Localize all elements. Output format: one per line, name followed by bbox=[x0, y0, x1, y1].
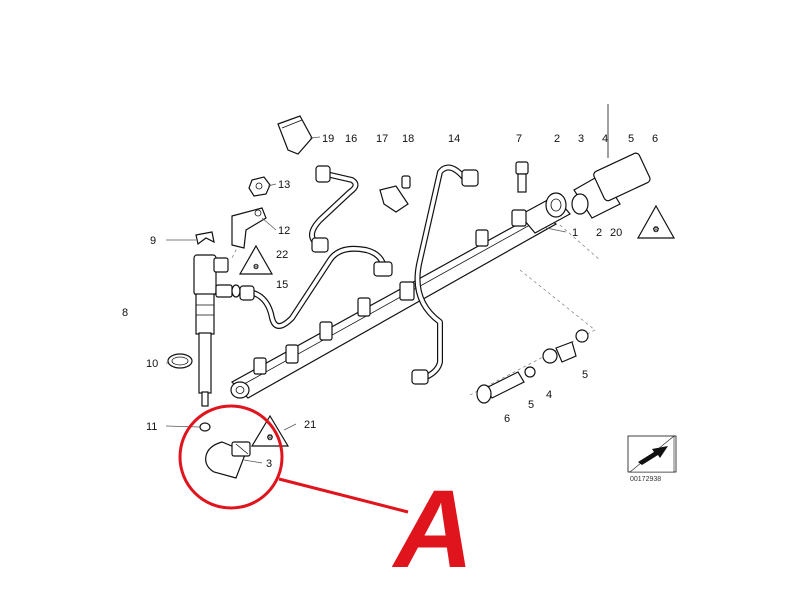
callout-18: 18 bbox=[402, 133, 414, 145]
warning-triangle-21: ⚙ bbox=[250, 414, 290, 447]
callout-2-regulator: 2 bbox=[596, 227, 602, 239]
callout-5-right: 5 bbox=[582, 369, 588, 381]
callout-13: 13 bbox=[278, 179, 290, 191]
screw bbox=[515, 161, 529, 193]
callout-4-lower: 4 bbox=[546, 389, 552, 401]
washer-left bbox=[524, 366, 536, 378]
callout-22: 22 bbox=[276, 249, 288, 261]
elbow-fitting bbox=[555, 341, 577, 363]
callout-5-lower: 5 bbox=[528, 399, 534, 411]
callout-15: 15 bbox=[276, 279, 288, 291]
hex-nut bbox=[248, 176, 271, 197]
callout-3-sensor: 3 bbox=[266, 458, 272, 470]
fuel-injector bbox=[193, 254, 241, 407]
pressure-regulator bbox=[571, 104, 651, 219]
rail-pressure-sensor bbox=[205, 441, 251, 479]
banjo-bolt bbox=[476, 371, 525, 404]
callout-19: 19 bbox=[322, 133, 334, 145]
svg-text:⚙: ⚙ bbox=[253, 263, 259, 271]
callout-5: 5 bbox=[628, 133, 634, 145]
reference-box: 00172938 bbox=[627, 435, 677, 483]
callout-14: 14 bbox=[448, 133, 460, 145]
protective-cap bbox=[277, 115, 313, 155]
callout-16: 16 bbox=[345, 133, 357, 145]
fuel-lines bbox=[239, 164, 479, 385]
reference-number: 00172938 bbox=[630, 476, 661, 483]
callout-17: 17 bbox=[376, 133, 388, 145]
warning-triangle-22: ⚙ bbox=[238, 244, 274, 275]
seal-ring bbox=[199, 422, 211, 432]
callout-6: 6 bbox=[652, 133, 658, 145]
callout-9: 9 bbox=[150, 235, 156, 247]
callout-21: 21 bbox=[304, 419, 316, 431]
warning-triangle-20: ⚙ bbox=[636, 204, 676, 239]
pipe-clip bbox=[379, 185, 409, 213]
callout-1: 1 bbox=[572, 227, 578, 239]
clamp bbox=[195, 231, 215, 246]
callout-2: 2 bbox=[554, 133, 560, 145]
callout-20: 20 bbox=[610, 227, 622, 239]
callout-7: 7 bbox=[516, 133, 522, 145]
fuel-rail bbox=[230, 192, 571, 399]
callout-6-lower: 6 bbox=[504, 413, 510, 425]
callout-12: 12 bbox=[278, 225, 290, 237]
small-fitting bbox=[401, 175, 411, 189]
annotation-letter: A bbox=[391, 468, 473, 591]
callout-4: 4 bbox=[602, 133, 608, 145]
highlight-annotation: A bbox=[178, 404, 473, 591]
svg-text:⚙: ⚙ bbox=[652, 225, 659, 234]
leader-lines bbox=[165, 136, 567, 464]
callout-8: 8 bbox=[122, 307, 128, 319]
callout-11: 11 bbox=[146, 421, 157, 433]
svg-text:⚙: ⚙ bbox=[266, 433, 273, 442]
injector-bracket bbox=[231, 207, 267, 249]
callout-labels: 1 2 3 4 5 6 7 14 17 18 19 16 13 12 22 15… bbox=[122, 133, 658, 470]
callout-3: 3 bbox=[578, 133, 584, 145]
callout-10: 10 bbox=[146, 358, 158, 370]
washer-right bbox=[575, 329, 589, 343]
o-ring bbox=[167, 353, 193, 369]
